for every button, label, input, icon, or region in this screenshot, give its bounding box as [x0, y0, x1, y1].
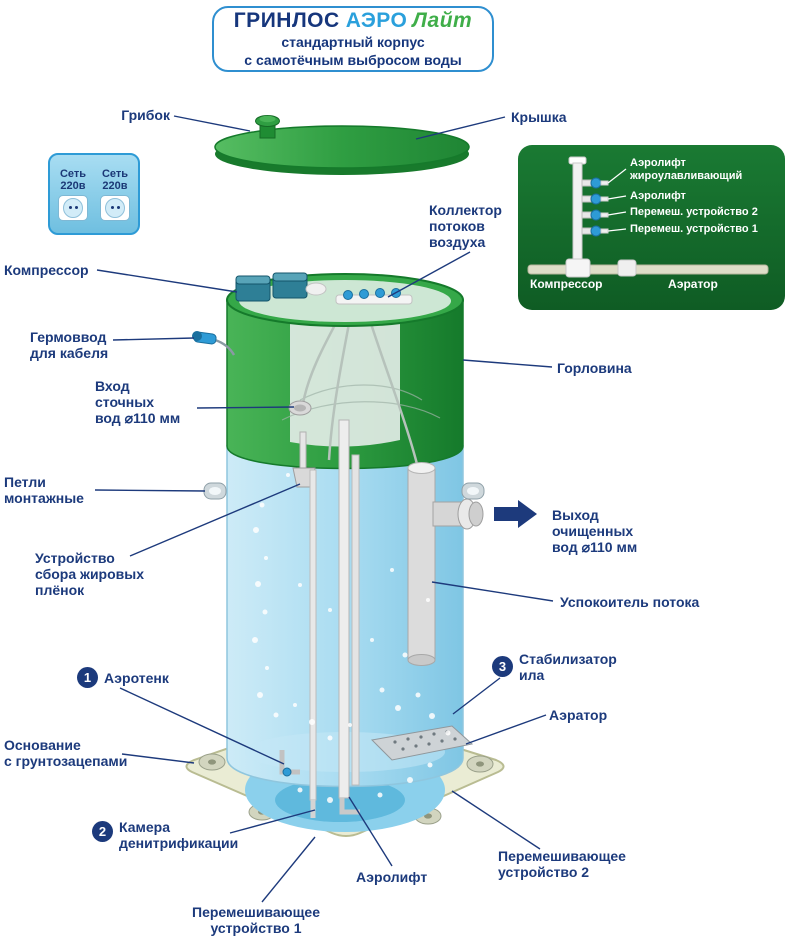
mounting-loop-right: [461, 482, 485, 500]
bubbles: [252, 473, 451, 803]
brand-model: Лайт: [412, 9, 473, 32]
inset-label-aerolift: Аэролифт: [630, 190, 686, 202]
title-subtitle-1: стандартный корпус: [281, 34, 425, 50]
badge-1-aerotenk: 1: [77, 667, 98, 688]
leader-peremesh1: [261, 836, 316, 903]
power-outlet-1: Сеть 220в: [58, 168, 88, 221]
label-kryshka: Крышка: [511, 109, 567, 125]
inset-horizontal-pipe: [527, 258, 769, 278]
inset-vertical-pipe: [568, 156, 587, 266]
power-socket-icon: [100, 194, 130, 221]
leader-lines: [94, 115, 554, 903]
leader-osnovanie: [121, 753, 195, 764]
label-ustroystvo-sbora: Устройство сбора жировых плёнок: [35, 550, 145, 598]
leader-stabilizator: [452, 677, 501, 715]
label-gorlovina: Горловина: [557, 360, 632, 376]
power-outlet-2: Сеть 220в: [100, 168, 130, 221]
leader-aerator: [465, 714, 547, 745]
mounting-loop-left: [203, 482, 227, 500]
power-socket-icon: [58, 194, 88, 221]
inset-label-aerator: Аэратор: [668, 277, 718, 291]
label-kompressor: Компрессор: [4, 262, 89, 278]
leader-aerolift: [348, 796, 393, 867]
label-osnovanie: Основание с грунтозацепами: [4, 737, 128, 769]
label-vyhod: Выход очищенных вод ⌀110 мм: [552, 507, 638, 555]
compressor-assembly-illustration: [527, 156, 769, 278]
label-kamera: Камера денитрификации: [119, 819, 239, 851]
internal-pipes: [279, 419, 484, 818]
label-uspokoitel: Успокоитель потока: [560, 594, 700, 610]
inset-label-peremesh1: Перемеш. устройство 1: [630, 223, 758, 235]
leader-kryshka: [415, 116, 506, 140]
label-peremesh1: Перемешивающее устройство 1: [192, 904, 320, 936]
brand-name: ГРИНЛОС: [233, 9, 340, 32]
outlet-1-label: Сеть 220в: [59, 167, 87, 192]
label-petli: Петли монтажные: [4, 474, 84, 506]
label-aerator: Аэратор: [549, 707, 608, 723]
inset-label-kompressor: Компрессор: [530, 277, 603, 291]
label-gribok: Грибок: [121, 107, 170, 123]
outlet-pipe: [432, 498, 484, 530]
leader-uspokoitel: [431, 581, 554, 602]
flow-calmer-pipe: [407, 462, 436, 666]
label-germovvod: Гермоввод для кабеля: [30, 329, 109, 361]
inset-label-aerolift-grease: Аэролифт жироулавливающий: [630, 157, 743, 182]
inset-valves: [581, 177, 609, 237]
label-aerolift: Аэролифт: [356, 869, 428, 885]
leader-ustroystvo: [129, 483, 301, 557]
leader-peremesh2: [451, 790, 541, 850]
badge-2-kamera: 2: [92, 821, 113, 842]
label-kollektor: Коллектор потоков воздуха: [429, 202, 502, 250]
title-subtitle-2: с самотёчным выбросом воды: [244, 52, 462, 68]
airlift-pipe: [338, 419, 350, 799]
leader-kompressor: [96, 269, 238, 293]
outlet-2-label: Сеть 220в: [101, 167, 129, 192]
leader-gorlovina: [462, 359, 553, 368]
leader-germovvod: [112, 337, 195, 341]
brand-series: АЭРО: [345, 9, 408, 32]
label-stabilizator: Стабилизатор ила: [519, 651, 617, 683]
outlet-arrow: [494, 500, 537, 528]
power-outlets-box: Сеть 220в Сеть 220в: [48, 153, 140, 235]
label-vhod: Вход сточных вод ⌀110 мм: [95, 378, 181, 426]
inset-panel: Аэролифт жироулавливающий Аэролифт Перем…: [518, 145, 785, 310]
tank-neck: [226, 272, 464, 470]
leader-kollektor: [387, 251, 471, 298]
leader-vhod: [196, 406, 295, 409]
inset-leader-lines: [607, 168, 627, 232]
vent-mushroom: [255, 115, 280, 139]
leader-aerotenk: [119, 687, 285, 765]
label-peremesh2: Перемешивающее устройство 2: [498, 848, 626, 880]
leader-petli: [94, 489, 206, 492]
lid: [214, 115, 470, 175]
cable-gland: [192, 331, 236, 356]
badge-3-stabilizator: 3: [492, 656, 513, 677]
inset-label-peremesh2: Перемеш. устройство 2: [630, 206, 758, 218]
leader-kamera: [229, 809, 316, 834]
leader-gribok: [173, 115, 251, 132]
compressor-units: [235, 272, 327, 302]
label-aerotenk: Аэротенк: [104, 670, 169, 686]
